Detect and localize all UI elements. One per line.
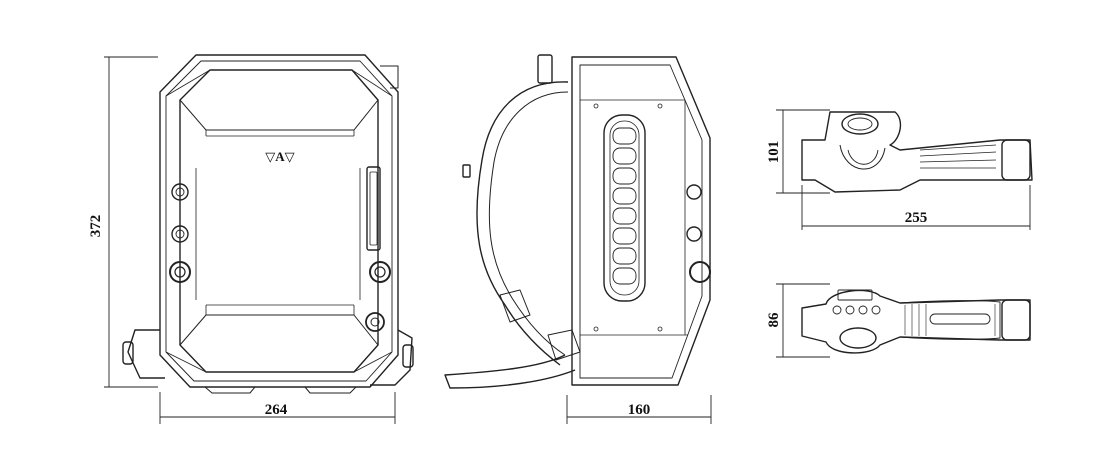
side-vent-grille — [603, 114, 646, 302]
connector-icon — [365, 312, 385, 332]
connector-icon — [686, 226, 702, 242]
front-body-outline — [159, 54, 399, 388]
connector-icon — [171, 225, 189, 243]
connector-icon — [171, 183, 189, 201]
front-slot — [366, 166, 381, 251]
dim-depth-side — [566, 395, 712, 424]
connector-icon — [169, 261, 191, 283]
dim-label-handle-side-length: 255 — [905, 210, 928, 226]
dim-label-handle-side-height: 101 — [766, 141, 782, 164]
dim-height-front — [104, 56, 158, 388]
front-inner-panel — [179, 69, 379, 373]
strap-hook-right — [370, 329, 413, 386]
connector-icon — [689, 261, 711, 283]
dim-length-handle-side — [801, 185, 1031, 230]
handle-side-outline — [801, 111, 1033, 193]
handle-top-view: 86 — [766, 283, 1031, 358]
connector-icon — [369, 261, 391, 283]
handle-top-outline — [801, 289, 1031, 354]
dim-label-front-width: 264 — [265, 402, 288, 418]
connector-icon — [686, 184, 702, 200]
dim-width-front — [159, 392, 396, 424]
dim-label-side-depth: 160 — [628, 402, 651, 418]
dim-height-handle-top — [776, 283, 830, 358]
brand-logo: ▽A▽ — [265, 149, 294, 164]
dim-height-handle-side — [776, 109, 830, 194]
handle-side-view: 101 255 — [766, 109, 1033, 230]
dim-label-handle-top-height: 86 — [766, 312, 782, 328]
side-body-outline — [571, 56, 711, 386]
front-view: 372 264 ▽A▽ — [88, 54, 414, 424]
strap-hook-left — [127, 329, 165, 379]
dim-label-front-height: 372 — [88, 215, 104, 238]
side-view: 160 — [444, 54, 712, 424]
shoulder-strap — [476, 81, 569, 366]
